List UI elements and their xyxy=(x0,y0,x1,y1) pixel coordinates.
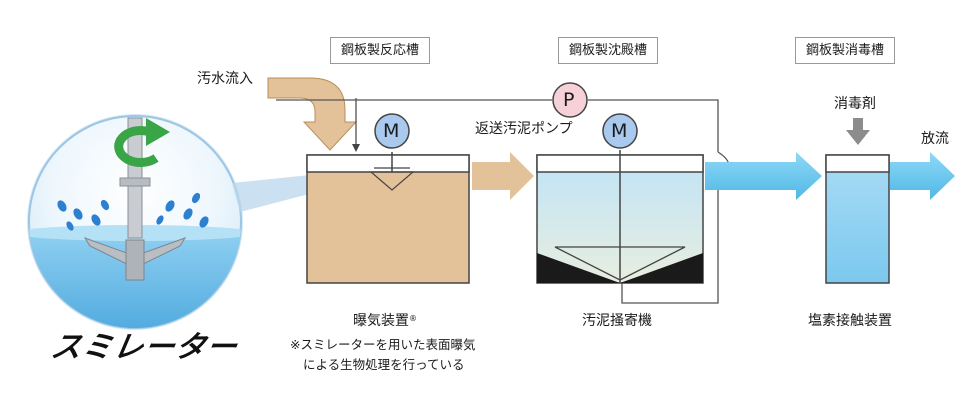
disinfection-tank xyxy=(825,154,890,284)
aerator-closeup xyxy=(27,114,243,330)
reactor-tank-title: 鋼板製反応槽 xyxy=(330,37,431,64)
settling-motor-icon xyxy=(602,113,638,149)
rotation-arrow-icon xyxy=(114,118,170,167)
discharge-arrow xyxy=(890,152,955,200)
settling-motor-symbol: M xyxy=(611,120,628,142)
flow-arrow-settling-to-disinfection xyxy=(705,152,822,200)
pump-symbol: P xyxy=(563,89,575,111)
inflow-pipe xyxy=(267,77,358,151)
flow-arrow-reactor-to-settling xyxy=(472,152,534,200)
settling-tank xyxy=(536,150,704,284)
settling-tank-title: 鋼板製沈殿槽 xyxy=(558,37,659,64)
inflow-label: 汚水流入 xyxy=(197,71,253,87)
aerator-label: 曝気装置® xyxy=(353,313,417,329)
scraper-label: 汚泥掻寄機 xyxy=(582,313,652,329)
reactor-tank xyxy=(306,152,470,284)
chlorine-contact-label: 塩素接触装置 xyxy=(808,313,892,329)
pump-icon xyxy=(552,82,588,118)
registered-mark: ® xyxy=(409,314,417,323)
note-line-2: による生物処理を行っている xyxy=(303,357,465,372)
disinfectant-arrow xyxy=(846,118,870,145)
return-pump-label: 返送汚泥ポンプ xyxy=(475,121,573,137)
product-logo: スミレーター xyxy=(48,330,241,365)
reactor-motor-icon xyxy=(374,113,410,149)
disinfection-tank-title: 鋼板製消毒槽 xyxy=(795,37,896,64)
aerator-label-text: 曝気装置 xyxy=(353,313,409,329)
note-line-1: ※スミレーターを用いた表面曝気 xyxy=(290,337,476,352)
disinfectant-label: 消毒剤 xyxy=(834,96,876,112)
discharge-label: 放流 xyxy=(921,131,949,147)
reactor-motor-symbol: M xyxy=(383,120,400,142)
